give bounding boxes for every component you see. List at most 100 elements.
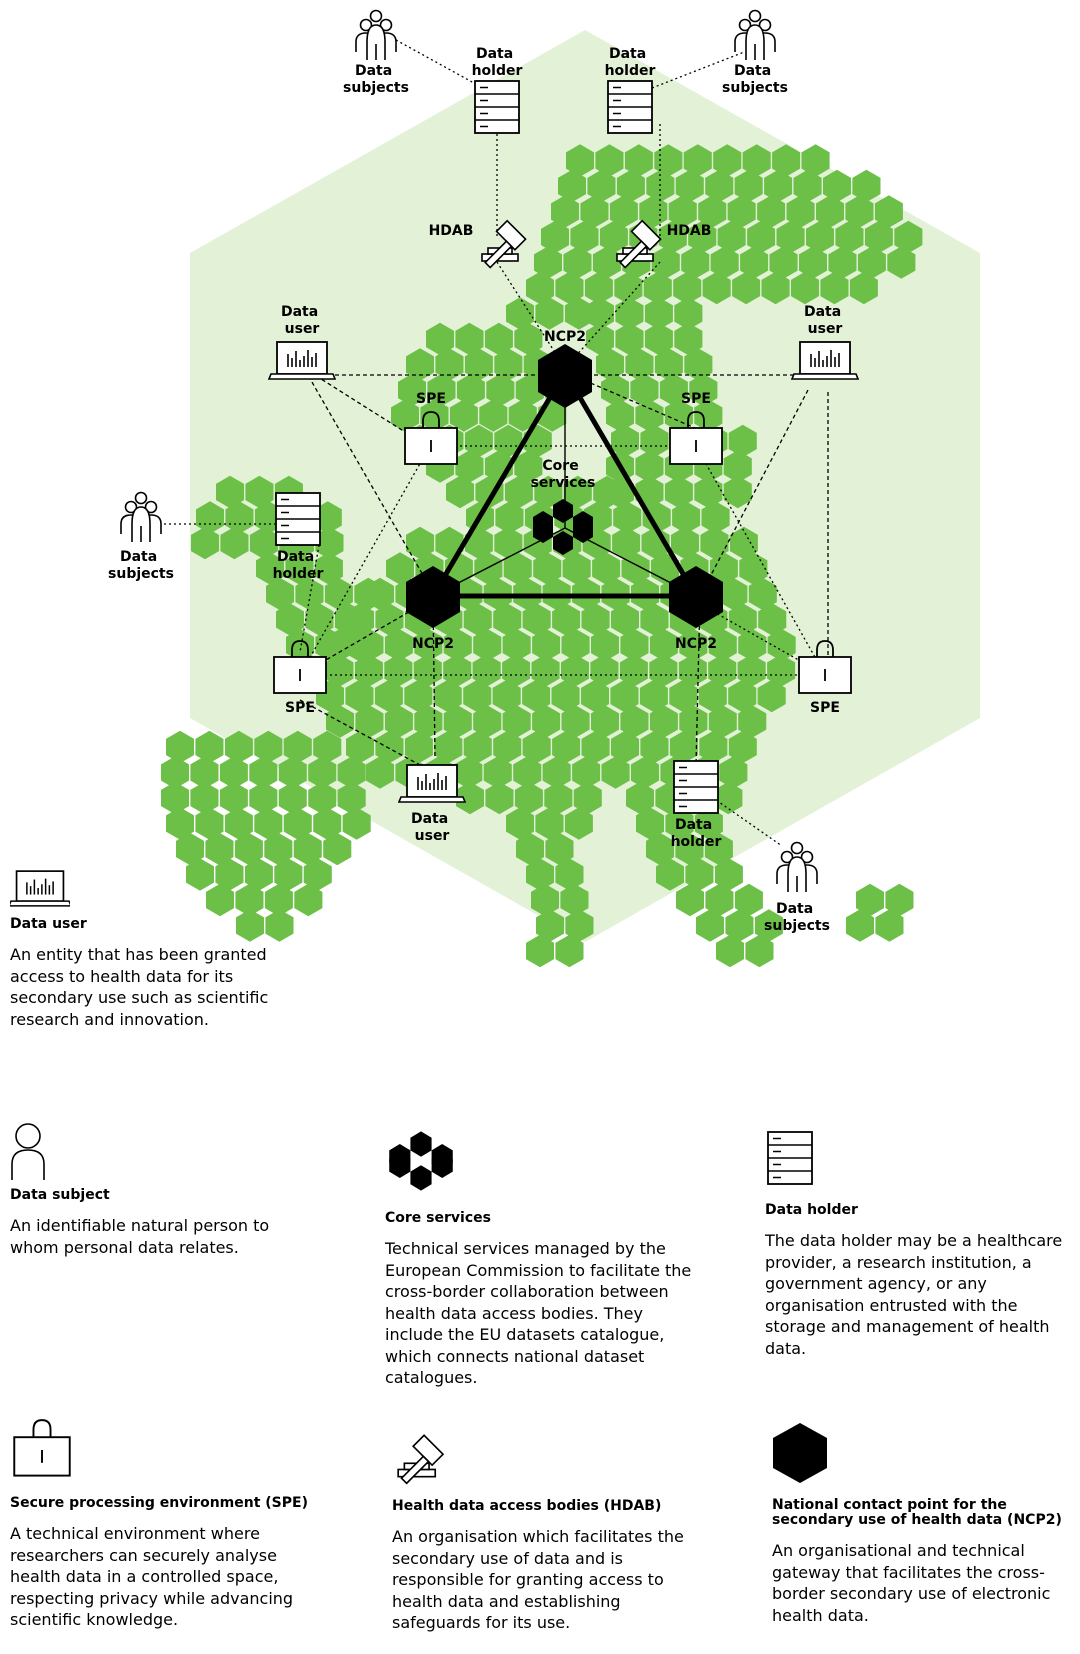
map-hex <box>857 246 886 279</box>
core-services-node[interactable]: Core services <box>531 458 596 555</box>
map-hex <box>435 526 464 560</box>
map-hex <box>414 705 443 738</box>
map-hex <box>464 348 493 381</box>
map-hex <box>615 297 644 330</box>
map-hex <box>799 246 827 279</box>
map-hex <box>314 552 343 585</box>
map-hex <box>845 195 874 228</box>
map-hex <box>754 909 783 942</box>
legend-title: Data holder <box>765 1202 858 1218</box>
map-hex <box>315 526 344 560</box>
data-holder-node-2[interactable]: Data holder <box>605 46 656 134</box>
map-hex <box>601 373 629 407</box>
hdab-node-2[interactable]: HDAB <box>609 219 711 272</box>
people-icon <box>120 491 162 543</box>
map-hex <box>609 195 638 228</box>
spe-node-3[interactable]: SPE <box>273 640 327 716</box>
map-hex <box>535 297 564 330</box>
map-hex <box>664 399 693 432</box>
map-hex <box>225 501 254 534</box>
map-hex <box>658 220 687 254</box>
map-hex <box>561 654 589 687</box>
map-hex <box>717 220 746 254</box>
data-subjects-node-1[interactable]: Data subjects <box>343 9 409 97</box>
map-hex <box>639 679 668 713</box>
map-hex <box>337 756 366 789</box>
map-hex <box>656 858 684 891</box>
map-hex <box>325 654 354 687</box>
spe-node-2[interactable]: SPE <box>669 391 723 465</box>
map-hex <box>324 577 353 611</box>
ncp-node-left[interactable]: NCP2 <box>406 566 460 652</box>
map-hex <box>669 679 698 713</box>
map-hex <box>640 730 669 764</box>
map-hex <box>493 730 522 764</box>
map-hex <box>249 756 278 789</box>
map-hex <box>495 501 524 534</box>
map-hex <box>675 832 704 866</box>
data-holder-node-1[interactable]: Data holder <box>472 46 523 134</box>
map-hex <box>709 552 738 585</box>
map-hex <box>536 909 564 942</box>
map-hex <box>823 169 851 203</box>
map-hex <box>734 169 763 203</box>
data-holder-node-4[interactable]: Data holder <box>671 760 722 850</box>
map-hex <box>684 348 713 381</box>
map-hex <box>532 628 561 662</box>
map-hex <box>584 271 613 305</box>
map-hex <box>464 424 493 458</box>
map-hex <box>714 858 743 891</box>
map-hex <box>631 756 659 789</box>
data-subjects-node-2[interactable]: Data subjects <box>722 9 788 97</box>
data-holder-node-3[interactable]: Data holder <box>273 492 324 582</box>
map-hex <box>449 399 478 432</box>
map-hex <box>434 730 463 764</box>
map-hex <box>635 399 664 432</box>
ncp-hexagon-icon <box>538 344 592 408</box>
map-hex <box>694 475 723 509</box>
map-hex <box>740 246 769 279</box>
hdab-node-1[interactable]: HDAB <box>429 219 527 272</box>
data-subjects-node-4[interactable]: Data subjects <box>764 841 830 935</box>
map-hex <box>729 526 758 560</box>
data-user-node-1[interactable]: Data user <box>268 304 336 380</box>
map-hex <box>446 475 474 509</box>
map-hex <box>463 730 492 764</box>
map-hex <box>769 246 798 279</box>
map-hex <box>702 271 731 305</box>
map-hex <box>565 909 594 942</box>
map-hex <box>195 730 224 764</box>
map-hex <box>615 322 644 356</box>
map-hex <box>563 246 592 279</box>
map-hex <box>590 654 619 687</box>
spe-label: SPE <box>416 391 446 407</box>
map-hex <box>757 195 786 228</box>
map-hex <box>492 679 521 713</box>
map-hex <box>551 195 579 228</box>
ncp-node-top[interactable]: NCP2 <box>538 329 592 408</box>
spe-node-4[interactable]: SPE <box>798 640 852 716</box>
data-user-label: Data user <box>804 304 846 337</box>
map-hex <box>215 858 244 891</box>
map-hex <box>786 195 815 228</box>
map-hex <box>681 246 710 279</box>
map-hex <box>592 246 621 279</box>
map-hex <box>293 832 322 866</box>
map-hex <box>313 807 342 840</box>
legend-description: An identifiable natural person to whom p… <box>10 1216 270 1257</box>
map-hex <box>581 603 610 636</box>
map-hex <box>732 271 761 305</box>
data-user-node-3[interactable]: Data user <box>398 764 466 844</box>
hdab-label: HDAB <box>429 223 474 239</box>
laptop-icon <box>791 341 859 380</box>
data-subjects-node-3[interactable]: Data subjects <box>108 491 174 583</box>
map-hex <box>793 169 822 203</box>
map-hex <box>493 603 522 636</box>
data-user-node-2[interactable]: Data user <box>791 304 859 380</box>
legend-data-subject: Data subject An identifiable natural per… <box>10 1122 320 1258</box>
map-hex <box>643 271 672 305</box>
ncp-node-right[interactable]: NCP2 <box>669 566 723 652</box>
map-hex <box>728 679 757 713</box>
map-hex <box>224 730 253 764</box>
spe-node-1[interactable]: SPE <box>404 391 458 465</box>
